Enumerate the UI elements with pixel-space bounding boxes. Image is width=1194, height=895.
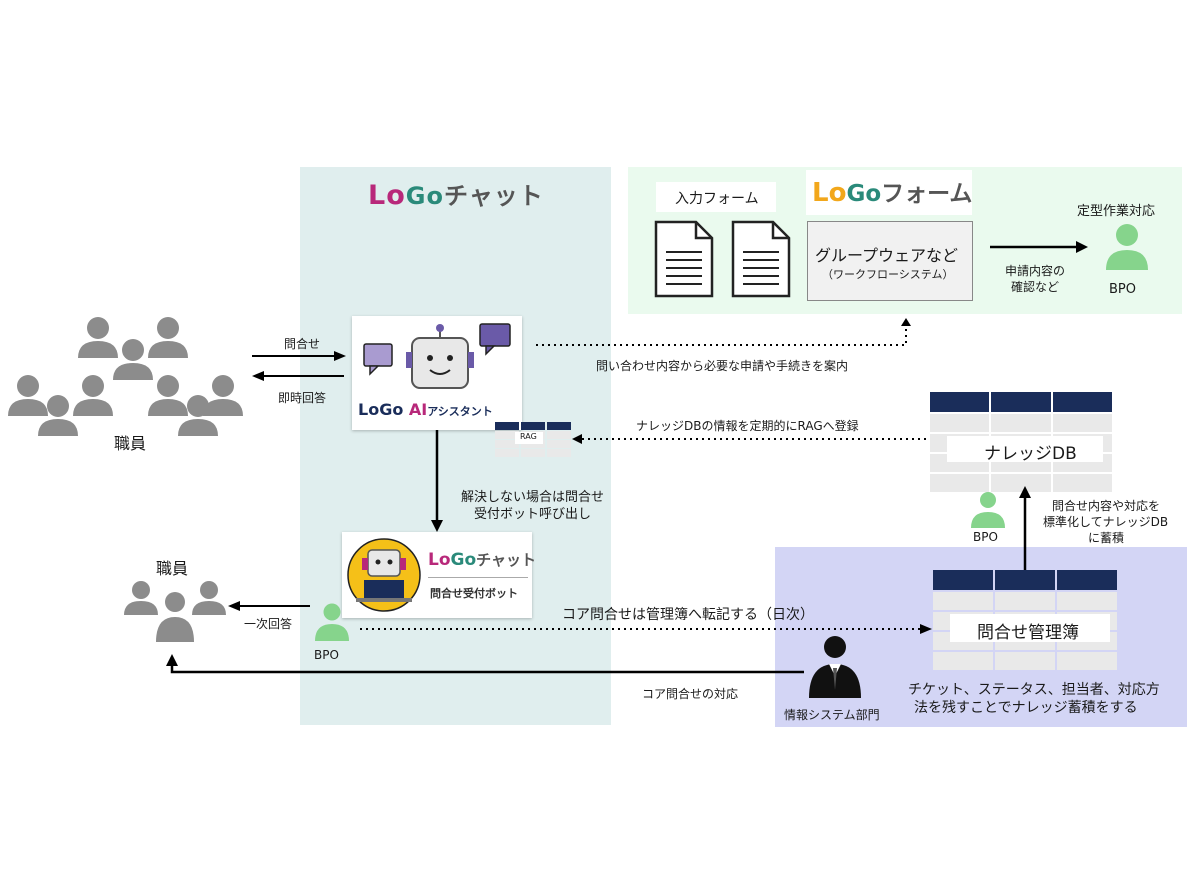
groupware-label: グループウェアなど <box>815 246 959 265</box>
input-form-label: 入力フォーム <box>675 191 759 207</box>
dotted-arrow-guide <box>536 318 911 346</box>
check-label-2: 確認など <box>1011 280 1060 294</box>
bot-divider <box>428 577 528 578</box>
rag-label-box <box>515 432 543 444</box>
knowledge-rag-label: ナレッジDBの情報を定期的にRAGへ登録 <box>636 419 859 433</box>
rag-label: RAG <box>520 432 537 441</box>
bpo-label-bottom: BPO <box>314 648 339 662</box>
bpo-person-icon-bottom <box>315 603 349 641</box>
staff-bottom-group-icon <box>124 581 226 642</box>
inquiry-label: 問合せ <box>284 337 321 351</box>
check-label-1: 申請内容の <box>1005 264 1066 278</box>
standardize-label-2: 標準化してナレッジDB <box>1043 515 1169 529</box>
workflow-label: （ワークフローシステム） <box>822 268 954 281</box>
staff-group-icon <box>8 317 243 436</box>
ticket-label-2: 法を残すことでナレッジ蓄積をする <box>914 700 1138 716</box>
bot-logo: LoGoチャット <box>428 550 537 570</box>
arrow-first-answer <box>228 601 310 611</box>
arrow-instant-answer <box>252 371 344 381</box>
arrow-to-knowledge-db <box>1019 486 1031 572</box>
dotted-arrow-core-transfer <box>360 624 932 634</box>
arrow-to-bot <box>431 430 443 532</box>
logo-form-logo-box <box>806 170 972 215</box>
bpo-label-top: BPO <box>1109 282 1136 297</box>
staff-bottom-label: 職員 <box>156 559 189 578</box>
bot-avatar-icon <box>347 538 421 612</box>
routine-label: 定型作業対応 <box>1077 204 1156 219</box>
bpo-person-icon-top <box>1106 224 1148 270</box>
ai-robot-icon <box>363 323 511 389</box>
ledger-label: 問合せ管理簿 <box>977 623 1079 643</box>
document-icon-1 <box>654 220 714 298</box>
it-staff-icon <box>809 636 861 698</box>
logo-form-title: LoGoフォーム <box>812 178 973 208</box>
dotted-arrow-rag <box>572 434 926 444</box>
ai-assistant-logo: LoGo AIアシスタント <box>358 400 493 419</box>
knowledge-db-label-box <box>947 436 1103 462</box>
it-dept-label: 情報システム部門 <box>784 708 880 722</box>
bpo-label-mid: BPO <box>973 530 998 544</box>
bpo-person-icon-mid <box>971 492 1005 528</box>
input-form-label-box <box>656 182 776 212</box>
first-answer-label: 一次回答 <box>244 617 293 631</box>
arrow-inquiry <box>252 351 346 361</box>
unresolved-label-2: 受付ボット呼び出し <box>474 507 592 522</box>
knowledge-db-label: ナレッジDB <box>984 444 1077 464</box>
standardize-label-1: 問合せ内容や対応を <box>1052 499 1161 513</box>
unresolved-label-1: 解決しない場合は問合せ <box>461 490 605 505</box>
groupware-box <box>807 221 973 301</box>
core-transfer-label: コア問合せは管理簿へ転記する（日次） <box>562 607 814 623</box>
core-response-label: コア問合せの対応 <box>642 687 739 701</box>
document-icon-2 <box>731 220 791 298</box>
guide-label: 問い合わせ内容から必要な申請や手続きを案内 <box>596 359 849 373</box>
instant-answer-label: 即時回答 <box>278 391 327 405</box>
arrow-core-response <box>166 654 804 674</box>
arrow-to-routine <box>990 241 1088 253</box>
bot-sub-label: 問合せ受付ボット <box>430 587 518 600</box>
staff-left-label: 職員 <box>114 434 147 453</box>
ticket-label-1: チケット、ステータス、担当者、対応方 <box>908 682 1160 698</box>
logo-chat-title: LoGoチャット <box>368 180 544 211</box>
standardize-label-3: に蓄積 <box>1088 531 1125 545</box>
ledger-label-box <box>950 614 1110 642</box>
